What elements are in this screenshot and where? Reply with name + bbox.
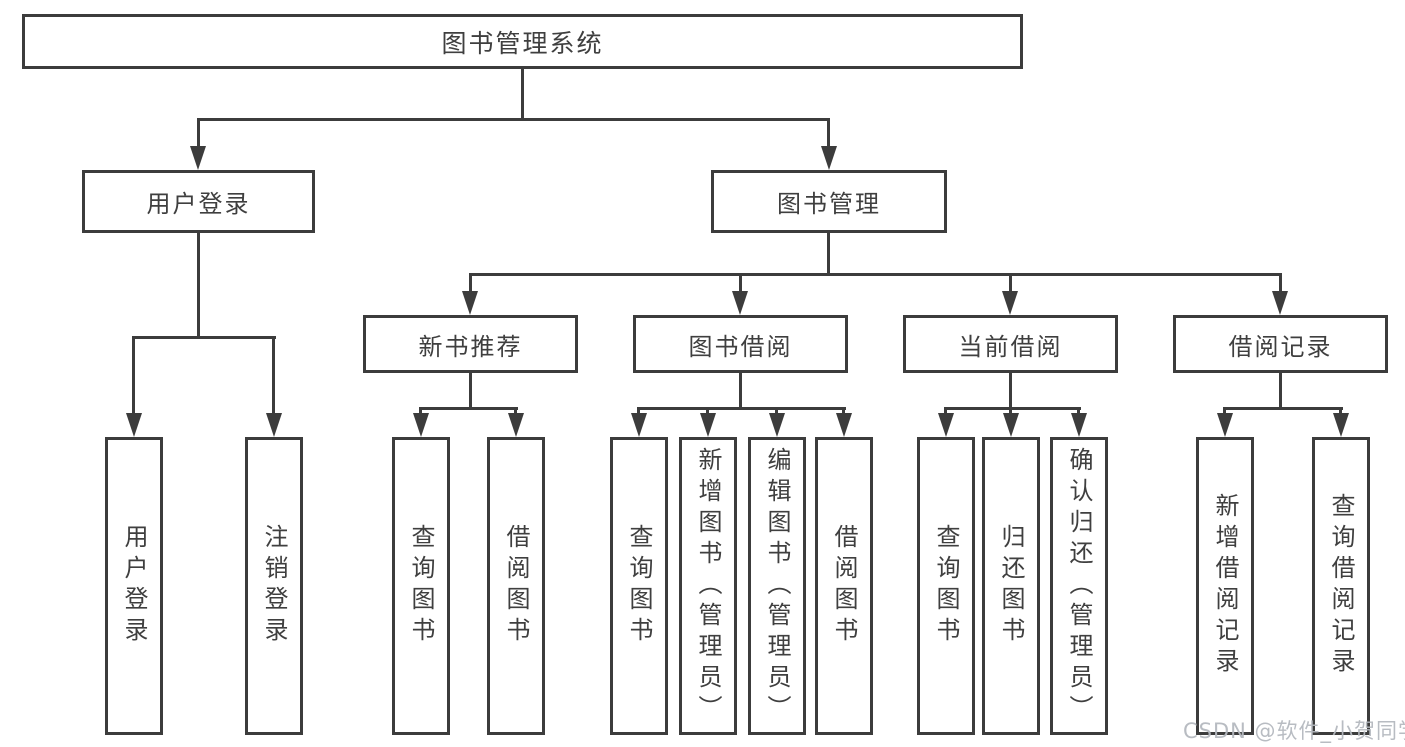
node-label: 注销登录 [260, 524, 288, 648]
node-return-book: 归还图书 [982, 437, 1040, 735]
connector-records-drop-1 [1223, 407, 1226, 416]
node-label: 借阅图书 [830, 524, 858, 648]
connector-root-drop-right [827, 118, 830, 148]
arrowhead-down-icon [821, 146, 837, 170]
node-label: 借阅记录 [1228, 332, 1333, 361]
node-label: 图书借阅 [688, 332, 793, 361]
node-book-borrow: 图书借阅 [633, 315, 848, 373]
arrowhead-down-icon [413, 413, 429, 437]
node-borrow-book-recommend: 借阅图书 [487, 437, 545, 735]
connector-recommend-stem [469, 373, 472, 409]
connector-records-drop-2 [1339, 407, 1342, 416]
arrowhead-down-icon [1003, 413, 1019, 437]
connector-book-mgmt-hbar [469, 273, 1282, 276]
connector-recommend-hbar [419, 407, 518, 410]
node-label: 用户登录 [146, 190, 251, 218]
node-label: 当前借阅 [958, 332, 1063, 361]
connector-borrow-stem [739, 373, 742, 409]
connector-recommend-drop-1 [419, 407, 422, 416]
arrowhead-down-icon [1217, 413, 1233, 437]
arrowhead-down-icon [126, 413, 142, 437]
node-confirm-return-admin: 确认归还（管理员） [1050, 437, 1108, 735]
node-add-borrow-record: 新增借阅记录 [1196, 437, 1254, 735]
csdn-watermark: CSDN @软件_小贺同学 [1183, 719, 1405, 743]
arrowhead-down-icon [769, 413, 785, 437]
node-label: 查询借阅记录 [1327, 493, 1355, 679]
connector-book-mgmt-stem [827, 233, 830, 275]
connector-book-mgmt-drop-4 [1279, 273, 1282, 293]
node-label: 新增图书（管理员） [694, 446, 722, 726]
connector-root-drop-left [197, 118, 200, 148]
node-label: 确认归还（管理员） [1065, 446, 1093, 726]
arrowhead-down-icon [266, 413, 282, 437]
node-label: 查询图书 [407, 524, 435, 648]
connector-current-hbar [944, 407, 1081, 410]
connector-borrow-drop-2 [706, 407, 709, 416]
arrowhead-down-icon [1071, 413, 1087, 437]
connector-user-login-drop-right [272, 336, 275, 415]
arrowhead-down-icon [732, 291, 748, 315]
node-label: 图书管理系统 [441, 28, 604, 58]
connector-borrow-drop-4 [842, 407, 845, 416]
node-add-book-admin: 新增图书（管理员） [679, 437, 737, 735]
connector-user-login-hbar [132, 336, 276, 339]
connector-borrow-drop-1 [637, 407, 640, 416]
connector-records-stem [1279, 373, 1282, 409]
connector-book-mgmt-drop-2 [739, 273, 742, 293]
arrowhead-down-icon [1272, 291, 1288, 315]
node-logout-leaf: 注销登录 [245, 437, 303, 735]
node-label: 用户登录 [120, 524, 148, 648]
connector-root-stem [521, 69, 524, 120]
connector-records-hbar [1223, 407, 1343, 410]
arrowhead-down-icon [508, 413, 524, 437]
node-query-book-borrow: 查询图书 [610, 437, 668, 735]
node-query-book-current: 查询图书 [917, 437, 975, 735]
connector-current-drop-2 [1009, 407, 1012, 416]
connector-user-login-drop-left [132, 336, 135, 415]
node-label: 图书管理 [777, 190, 881, 218]
arrowhead-down-icon [836, 413, 852, 437]
node-user-login-leaf: 用户登录 [105, 437, 163, 735]
node-edit-book-admin: 编辑图书（管理员） [748, 437, 806, 735]
node-query-book-recommend: 查询图书 [392, 437, 450, 735]
node-book-management: 图书管理 [711, 170, 947, 233]
arrowhead-down-icon [190, 146, 206, 170]
node-label: 编辑图书（管理员） [763, 446, 791, 726]
node-label: 新书推荐 [418, 332, 523, 361]
node-borrow-records: 借阅记录 [1173, 315, 1388, 373]
connector-current-drop-3 [1077, 407, 1080, 416]
node-label: 查询图书 [932, 524, 960, 648]
node-label: 归还图书 [997, 524, 1025, 648]
arrowhead-down-icon [462, 291, 478, 315]
connector-root-hbar [197, 118, 830, 121]
node-label: 借阅图书 [502, 524, 530, 648]
connector-borrow-drop-3 [775, 407, 778, 416]
node-borrow-book: 借阅图书 [815, 437, 873, 735]
connector-book-mgmt-drop-1 [469, 273, 472, 293]
node-user-login: 用户登录 [82, 170, 315, 233]
node-new-book-recommend: 新书推荐 [363, 315, 578, 373]
node-label: 新增借阅记录 [1211, 493, 1239, 679]
arrowhead-down-icon [1002, 291, 1018, 315]
connector-borrow-hbar [637, 407, 846, 410]
node-root: 图书管理系统 [22, 14, 1023, 69]
connector-recommend-drop-2 [514, 407, 517, 416]
arrowhead-down-icon [938, 413, 954, 437]
connector-current-stem [1009, 373, 1012, 409]
arrowhead-down-icon [631, 413, 647, 437]
node-label: 查询图书 [625, 524, 653, 648]
arrowhead-down-icon [1333, 413, 1349, 437]
connector-user-login-stem [197, 233, 200, 338]
connector-current-drop-1 [944, 407, 947, 416]
arrowhead-down-icon [700, 413, 716, 437]
connector-book-mgmt-drop-3 [1009, 273, 1012, 293]
node-query-borrow-record: 查询借阅记录 [1312, 437, 1370, 735]
node-current-borrow: 当前借阅 [903, 315, 1118, 373]
